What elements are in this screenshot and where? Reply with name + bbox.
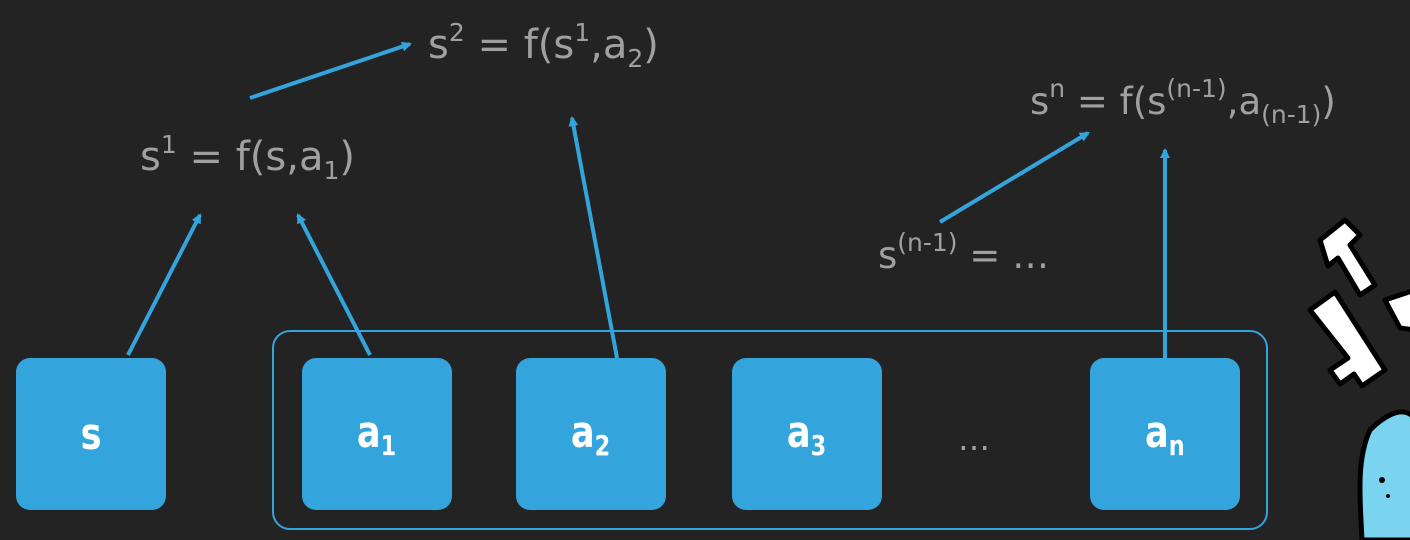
box-a1-label: a xyxy=(357,406,382,458)
formula-s2-mid-sup: 1 xyxy=(574,18,591,47)
formula-s1-mid: = f(s,a xyxy=(176,134,324,180)
arrow-s1-to-s2 xyxy=(249,41,412,100)
box-an-label: a xyxy=(1145,406,1169,458)
formula-sn-mid2: ,a xyxy=(1226,80,1262,123)
box-a2: a2 xyxy=(516,358,666,510)
formula-sn-sub: (n-1) xyxy=(1261,100,1322,129)
formula-s2-mid2: ,a xyxy=(590,22,628,68)
box-a2-sub: 2 xyxy=(595,428,611,462)
formula-s2-sub: 2 xyxy=(627,44,644,73)
formula-sn: sn = f(s(n-1),a(n-1)) xyxy=(1030,74,1336,129)
formula-s1: s1 = f(s,a1) xyxy=(140,130,355,185)
formula-s1-sub: 1 xyxy=(323,156,340,185)
formula-sn-mid-sup: (n-1) xyxy=(1166,74,1227,103)
formula-sn-end: ) xyxy=(1321,80,1336,123)
arrow-snm1-to-sn xyxy=(938,131,1090,224)
arrow-a2-to-s2 xyxy=(568,116,619,359)
formula-s1-end: ) xyxy=(339,134,355,180)
box-an: an xyxy=(1090,358,1240,510)
box-an-sub: n xyxy=(1168,428,1185,462)
formula-s2-mid: = f(s xyxy=(464,22,575,68)
formula-sn-mid: = f(s xyxy=(1065,80,1167,123)
formula-snm1: s(n-1) = … xyxy=(878,228,1049,277)
cartoon-doodle-illustration xyxy=(1307,217,1410,540)
sequence-ellipsis: … xyxy=(958,420,990,458)
formula-snm1-rest: = … xyxy=(957,234,1050,277)
box-a3: a3 xyxy=(732,358,882,510)
formula-sn-lhs-sup: n xyxy=(1049,74,1066,103)
formula-sn-lhs: s xyxy=(1030,80,1050,123)
formula-s1-lhs-sup: 1 xyxy=(160,130,177,159)
box-a1: a1 xyxy=(302,358,452,510)
formula-s2: s2 = f(s1,a2) xyxy=(428,18,659,73)
box-s: s xyxy=(16,358,166,510)
box-a3-label: a xyxy=(787,406,812,458)
formula-s2-lhs: s xyxy=(428,22,449,68)
formula-snm1-lhs: s xyxy=(878,234,898,277)
box-a1-sub: 1 xyxy=(381,428,397,462)
formula-s2-end: ) xyxy=(643,22,659,68)
formula-s2-lhs-sup: 2 xyxy=(448,18,465,47)
box-a3-sub: 3 xyxy=(811,428,827,462)
box-s-label: s xyxy=(80,408,102,460)
formula-snm1-lhs-sup: (n-1) xyxy=(897,228,958,257)
box-a2-label: a xyxy=(571,406,596,458)
arrow-s-to-s1 xyxy=(126,213,202,356)
formula-s1-lhs: s xyxy=(140,134,161,180)
action-sequence-frame xyxy=(272,330,1268,530)
